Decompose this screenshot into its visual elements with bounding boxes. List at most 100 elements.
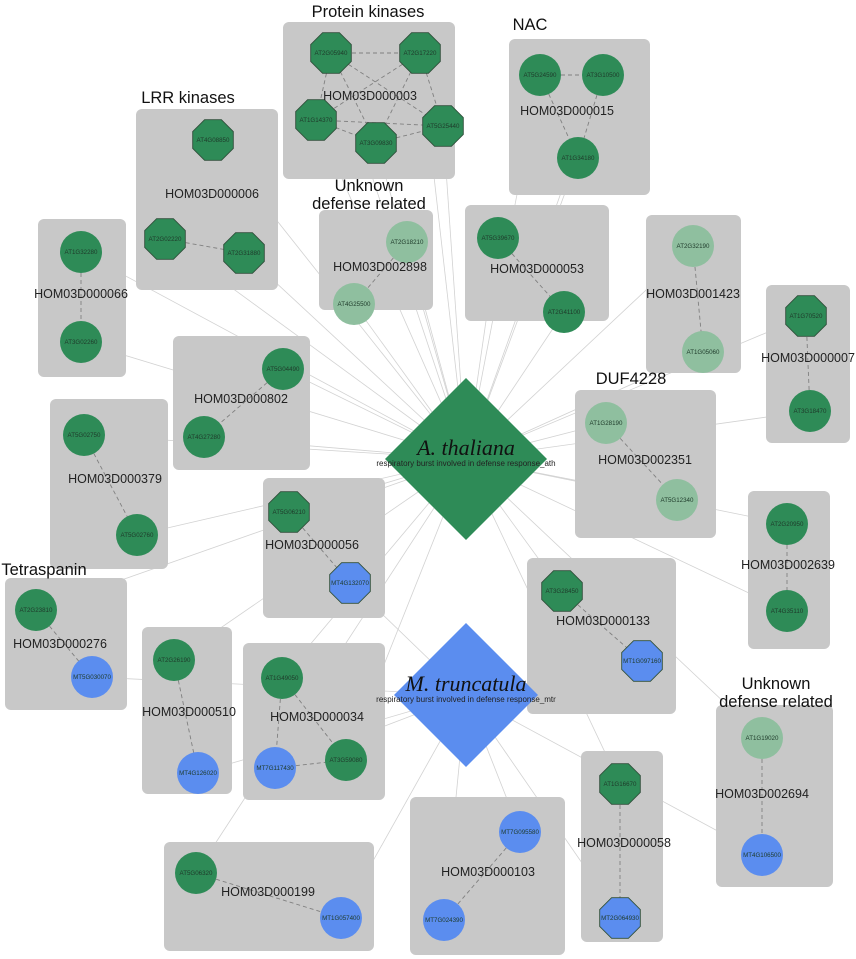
gene-node-label: MT5G030070	[73, 674, 111, 681]
gene-node[interactable]	[261, 657, 303, 699]
gene-node[interactable]	[254, 747, 296, 789]
gene-node-label: MT1G057400	[322, 915, 360, 922]
gene-node[interactable]	[477, 217, 519, 259]
gene-node[interactable]	[60, 231, 102, 273]
gene-node[interactable]	[320, 897, 362, 939]
gene-node[interactable]	[355, 122, 397, 164]
gene-node-label: MT4G106500	[743, 852, 781, 859]
family-label: defense related	[312, 195, 426, 213]
gene-node[interactable]	[741, 717, 783, 759]
gene-node[interactable]	[585, 402, 627, 444]
gene-node[interactable]	[557, 137, 599, 179]
family-label: defense related	[719, 693, 833, 711]
gene-node-label: AT1G05060	[687, 349, 720, 356]
gene-node[interactable]	[15, 589, 57, 631]
gene-node[interactable]	[144, 218, 186, 260]
gene-node-label: AT3G09830	[360, 140, 393, 147]
gene-node[interactable]	[423, 899, 465, 941]
gene-node[interactable]	[268, 491, 310, 533]
group-box	[38, 219, 126, 377]
group-label: HOM03D000006	[165, 187, 259, 201]
family-label: LRR kinases	[141, 89, 235, 107]
gene-node-label: AT5G06210	[273, 509, 306, 516]
gene-node-label: AT2G32190	[677, 243, 710, 250]
gene-node[interactable]	[175, 852, 217, 894]
gene-node[interactable]	[223, 232, 265, 274]
gene-node-label: AT2G41100	[548, 309, 581, 316]
gene-node[interactable]	[262, 348, 304, 390]
gene-node[interactable]	[672, 225, 714, 267]
gene-node[interactable]	[741, 834, 783, 876]
ath-hub-name: A. thaliana	[415, 435, 515, 460]
mtr-hub-diamond[interactable]	[394, 623, 538, 767]
gene-node[interactable]	[682, 331, 724, 373]
gene-node-label: AT3G18470	[794, 408, 827, 415]
gene-node-label: AT3G28450	[546, 588, 579, 595]
gene-node-label: AT2G17220	[404, 50, 437, 57]
gene-node-label: AT5G24590	[524, 72, 557, 79]
gene-node-label: MT7G024390	[425, 917, 463, 924]
gene-node[interactable]	[582, 54, 624, 96]
gene-node-label: MT4G126020	[179, 770, 217, 777]
gene-node-label: AT1G32280	[65, 249, 98, 256]
gene-node[interactable]	[599, 897, 641, 939]
gene-node[interactable]	[310, 32, 352, 74]
gene-node[interactable]	[785, 295, 827, 337]
group-label: HOM03D002639	[741, 558, 835, 572]
gene-node[interactable]	[599, 763, 641, 805]
gene-node[interactable]	[766, 590, 808, 632]
gene-node-label: AT5G02760	[121, 532, 154, 539]
gene-node[interactable]	[333, 283, 375, 325]
group-box	[646, 215, 741, 373]
gene-node[interactable]	[153, 639, 195, 681]
gene-node[interactable]	[386, 221, 428, 263]
gene-node[interactable]	[71, 656, 113, 698]
ath-hub-diamond[interactable]	[385, 378, 547, 540]
gene-node-label: AT3G59080	[330, 757, 363, 764]
group-label: HOM03D000133	[556, 614, 650, 628]
homology-link	[195, 872, 342, 919]
gene-node-label: AT1G14370	[300, 117, 333, 124]
gene-node[interactable]	[295, 99, 337, 141]
gene-node[interactable]	[656, 479, 698, 521]
group-label: HOM03D000802	[194, 392, 288, 406]
gene-node-label: AT1G34180	[562, 155, 595, 162]
gene-node-label: AT2G02220	[149, 236, 182, 243]
family-label: NAC	[513, 16, 548, 34]
group-label: HOM03D000103	[441, 865, 535, 879]
group-label: HOM03D000066	[34, 287, 128, 301]
gene-node[interactable]	[325, 739, 367, 781]
gene-node-label: AT5G25440	[427, 123, 460, 130]
gene-node[interactable]	[63, 414, 105, 456]
gene-node-label: AT4G35110	[771, 608, 804, 615]
group-label: HOM03D000276	[13, 637, 107, 651]
gene-node[interactable]	[499, 811, 541, 853]
gene-node[interactable]	[60, 321, 102, 363]
gene-node-label: AT2G18210	[391, 239, 424, 246]
group-label: HOM03D000015	[520, 104, 614, 118]
gene-node[interactable]	[177, 752, 219, 794]
mtr-hub-subtitle: respiratory burst involved in defense re…	[376, 695, 556, 704]
gene-node[interactable]	[541, 570, 583, 612]
gene-node[interactable]	[766, 503, 808, 545]
group-label: HOM03D001423	[646, 287, 740, 301]
gene-node[interactable]	[621, 640, 663, 682]
species-hubs: A. thaliana respiratory burst involved in…	[376, 378, 556, 767]
gene-node-label: AT4G27280	[188, 434, 221, 441]
gene-node[interactable]	[399, 32, 441, 74]
gene-node[interactable]	[789, 390, 831, 432]
gene-node[interactable]	[192, 119, 234, 161]
gene-node[interactable]	[543, 291, 585, 333]
gene-node-label: AT1G49050	[266, 675, 299, 682]
gene-node[interactable]	[183, 416, 225, 458]
gene-node[interactable]	[519, 54, 561, 96]
gene-node-label: MT7G095580	[501, 829, 539, 836]
gene-node[interactable]	[329, 562, 371, 604]
group-label: HOM03D000003	[323, 89, 417, 103]
gene-node-label: AT4G08850	[197, 137, 230, 144]
gene-node-label: AT2G05940	[315, 50, 348, 57]
homology-link	[330, 52, 444, 127]
gene-node[interactable]	[422, 105, 464, 147]
gene-node[interactable]	[116, 514, 158, 556]
